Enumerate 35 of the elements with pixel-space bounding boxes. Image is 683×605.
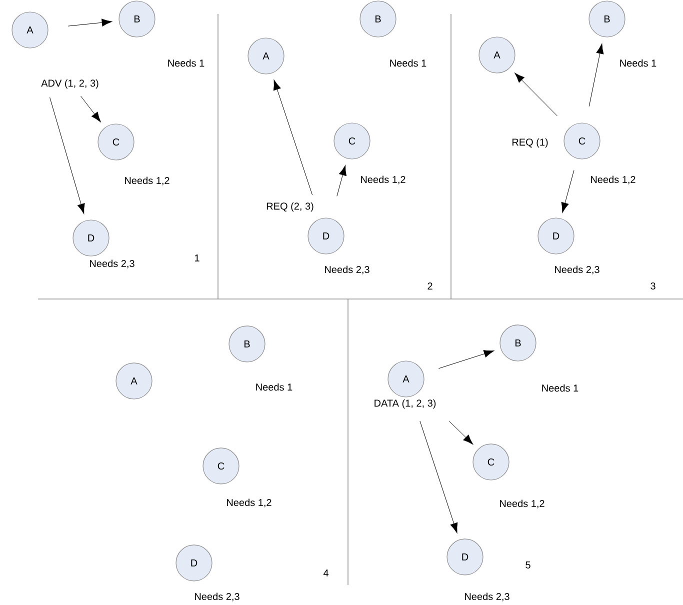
arrow <box>420 420 458 534</box>
node-caption: Needs 1,2 <box>498 498 546 510</box>
arrow <box>80 96 101 122</box>
arrow <box>50 97 85 214</box>
message-label: REQ (2, 3) <box>265 201 315 213</box>
arrow <box>68 18 112 26</box>
arrow <box>588 44 604 107</box>
arrow <box>438 350 494 369</box>
panel-number: 1 <box>195 254 200 262</box>
node-caption: Needs 1,2 <box>123 176 171 186</box>
node-caption: Needs 1 <box>540 383 580 393</box>
arrow <box>514 72 558 116</box>
panel-number: 2 <box>428 282 432 290</box>
node-caption: Needs 2,3 <box>323 264 371 276</box>
node-caption: Needs 1 <box>388 58 428 68</box>
message-label: ADV (1, 2, 3) <box>40 78 100 90</box>
node-caption: Needs 2,3 <box>463 592 511 602</box>
node-caption: Needs 2,3 <box>88 258 136 270</box>
arrow <box>561 170 574 213</box>
node-caption: Needs 2,3 <box>193 592 241 602</box>
node-caption: Needs 1 <box>166 58 206 68</box>
arrow <box>336 165 346 196</box>
node-caption: Needs 1 <box>254 382 294 392</box>
arrow <box>273 80 313 196</box>
arrow <box>448 420 474 445</box>
node-caption: Needs 1,2 <box>359 174 407 186</box>
panel-number: 5 <box>526 562 530 568</box>
message-label: REQ (1) <box>510 137 550 149</box>
node-caption: Needs 2,3 <box>553 264 601 276</box>
node-caption: Needs 1,2 <box>589 174 637 186</box>
message-label: DATA (1, 2, 3) <box>372 398 438 410</box>
node-caption: Needs 1 <box>618 58 658 68</box>
panel-number: 3 <box>650 282 656 290</box>
panel-number: 4 <box>323 570 328 576</box>
node-caption: Needs 1,2 <box>225 498 273 508</box>
